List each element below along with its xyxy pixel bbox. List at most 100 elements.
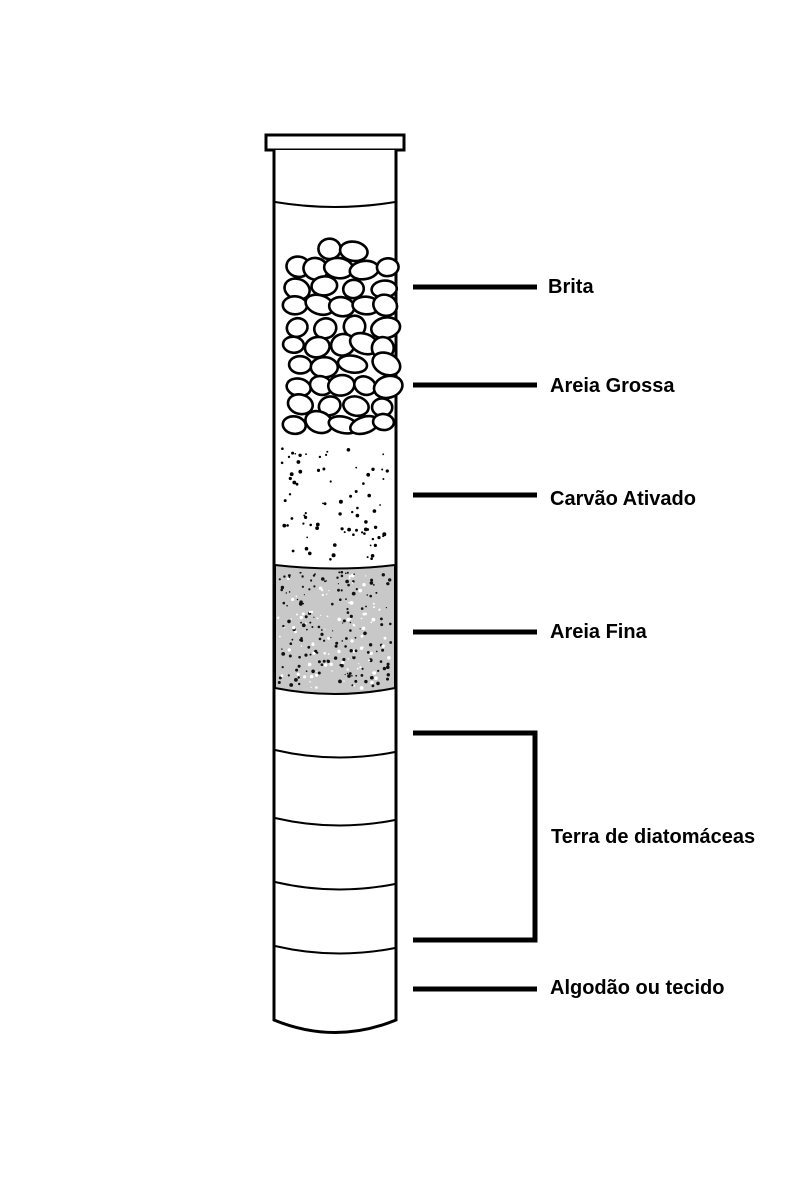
sand-grain: [346, 672, 349, 675]
sand-grain: [339, 663, 342, 667]
sand-grain: [383, 636, 387, 640]
sand-grain: [289, 683, 294, 687]
carbon-dot: [370, 557, 373, 560]
sand-grain: [346, 618, 350, 622]
sand-grain: [306, 628, 308, 631]
gravel-rock: [312, 317, 338, 340]
sand-grain: [374, 676, 378, 680]
sand-grain: [361, 626, 366, 631]
fine-sand-grains: [277, 570, 393, 690]
sand-grain: [371, 617, 376, 622]
sand-grain: [322, 659, 326, 663]
sand-grain: [330, 636, 332, 639]
sand-grain: [320, 632, 324, 637]
sand-grain: [354, 679, 358, 683]
sand-grain: [305, 670, 308, 672]
carbon-dot: [343, 531, 346, 534]
carbon-dot: [325, 453, 328, 456]
sand-grain: [279, 676, 282, 679]
sand-grain: [346, 571, 349, 574]
sand-grain: [355, 588, 358, 591]
sand-grain: [287, 619, 291, 624]
sand-grain: [288, 654, 292, 658]
sand-grain: [345, 637, 348, 640]
sand-grain: [356, 667, 359, 670]
label-brita: Brita: [548, 276, 594, 298]
carbon-dot: [329, 558, 332, 561]
sand-grain: [298, 602, 303, 606]
carbon-dot: [322, 467, 326, 471]
sand-grain: [359, 590, 361, 593]
sand-grain: [298, 682, 301, 686]
sand-grain: [364, 679, 368, 684]
section-line-4: [274, 945, 396, 955]
sand-grain: [300, 621, 302, 624]
sand-grain: [361, 667, 364, 670]
sand-grain: [366, 594, 369, 596]
sand-grain: [300, 639, 304, 642]
sand-grain: [348, 577, 351, 580]
sand-grain: [282, 601, 286, 605]
sand-grain: [328, 590, 330, 592]
sand-grain: [309, 674, 314, 679]
sand-grain: [353, 573, 355, 575]
sand-grain: [296, 598, 299, 601]
sand-grain: [317, 625, 321, 629]
carbon-dot: [382, 453, 385, 456]
section-line-2: [274, 817, 396, 827]
sand-grain: [382, 666, 387, 671]
sand-grain: [345, 572, 347, 575]
carbon-dot: [294, 453, 297, 455]
carbon-dot: [292, 480, 297, 485]
sand-grain: [360, 607, 364, 610]
sand-grain: [380, 623, 384, 627]
sand-grain: [351, 591, 356, 596]
sand-grain: [313, 585, 316, 588]
sand-grain: [388, 578, 392, 582]
sand-grain: [297, 664, 301, 668]
carbon-dot: [379, 504, 381, 506]
sand-grain: [363, 631, 367, 636]
carbon-dot: [322, 502, 324, 505]
sand-grain: [300, 572, 302, 574]
sand-grain: [295, 595, 298, 597]
carbon-dot: [349, 494, 353, 498]
sand-grain: [379, 660, 383, 663]
sand-grain: [290, 618, 292, 620]
carbon-dot: [366, 556, 369, 559]
sand-grain: [312, 651, 316, 655]
sand-grain: [349, 614, 353, 619]
sand-grain: [321, 577, 325, 581]
sand-grain: [295, 668, 299, 672]
sand-grain: [298, 655, 301, 659]
carbon-dot: [315, 526, 319, 530]
sand-grain: [351, 582, 354, 584]
section-line-1: [274, 749, 396, 759]
sand-grain: [360, 617, 363, 620]
carbon-dot: [355, 528, 358, 532]
sand-grain: [337, 617, 342, 622]
carbon-dot: [323, 502, 327, 506]
carbon-dot: [363, 532, 366, 535]
sand-grain: [303, 675, 307, 679]
sand-grain: [369, 581, 374, 585]
carbon-dot: [338, 499, 343, 504]
carbon-dot: [355, 466, 358, 469]
sand-grain: [342, 657, 346, 662]
carbon-dot: [366, 472, 371, 477]
sand-grain: [310, 579, 313, 582]
sand-grain: [334, 644, 338, 648]
gravel-rock: [281, 415, 307, 436]
sand-grain: [310, 610, 314, 614]
carbon-dot: [309, 523, 313, 527]
sand-grain: [360, 674, 364, 677]
carbon-dot: [340, 527, 344, 531]
section-line-3: [274, 881, 396, 891]
sand-grain: [301, 575, 304, 578]
carbon-dot: [318, 455, 322, 459]
sand-grain: [286, 577, 290, 581]
carbon-dot: [372, 509, 377, 513]
sand-grain: [370, 578, 374, 582]
sand-grain: [296, 672, 300, 676]
sand-grain: [337, 588, 340, 592]
